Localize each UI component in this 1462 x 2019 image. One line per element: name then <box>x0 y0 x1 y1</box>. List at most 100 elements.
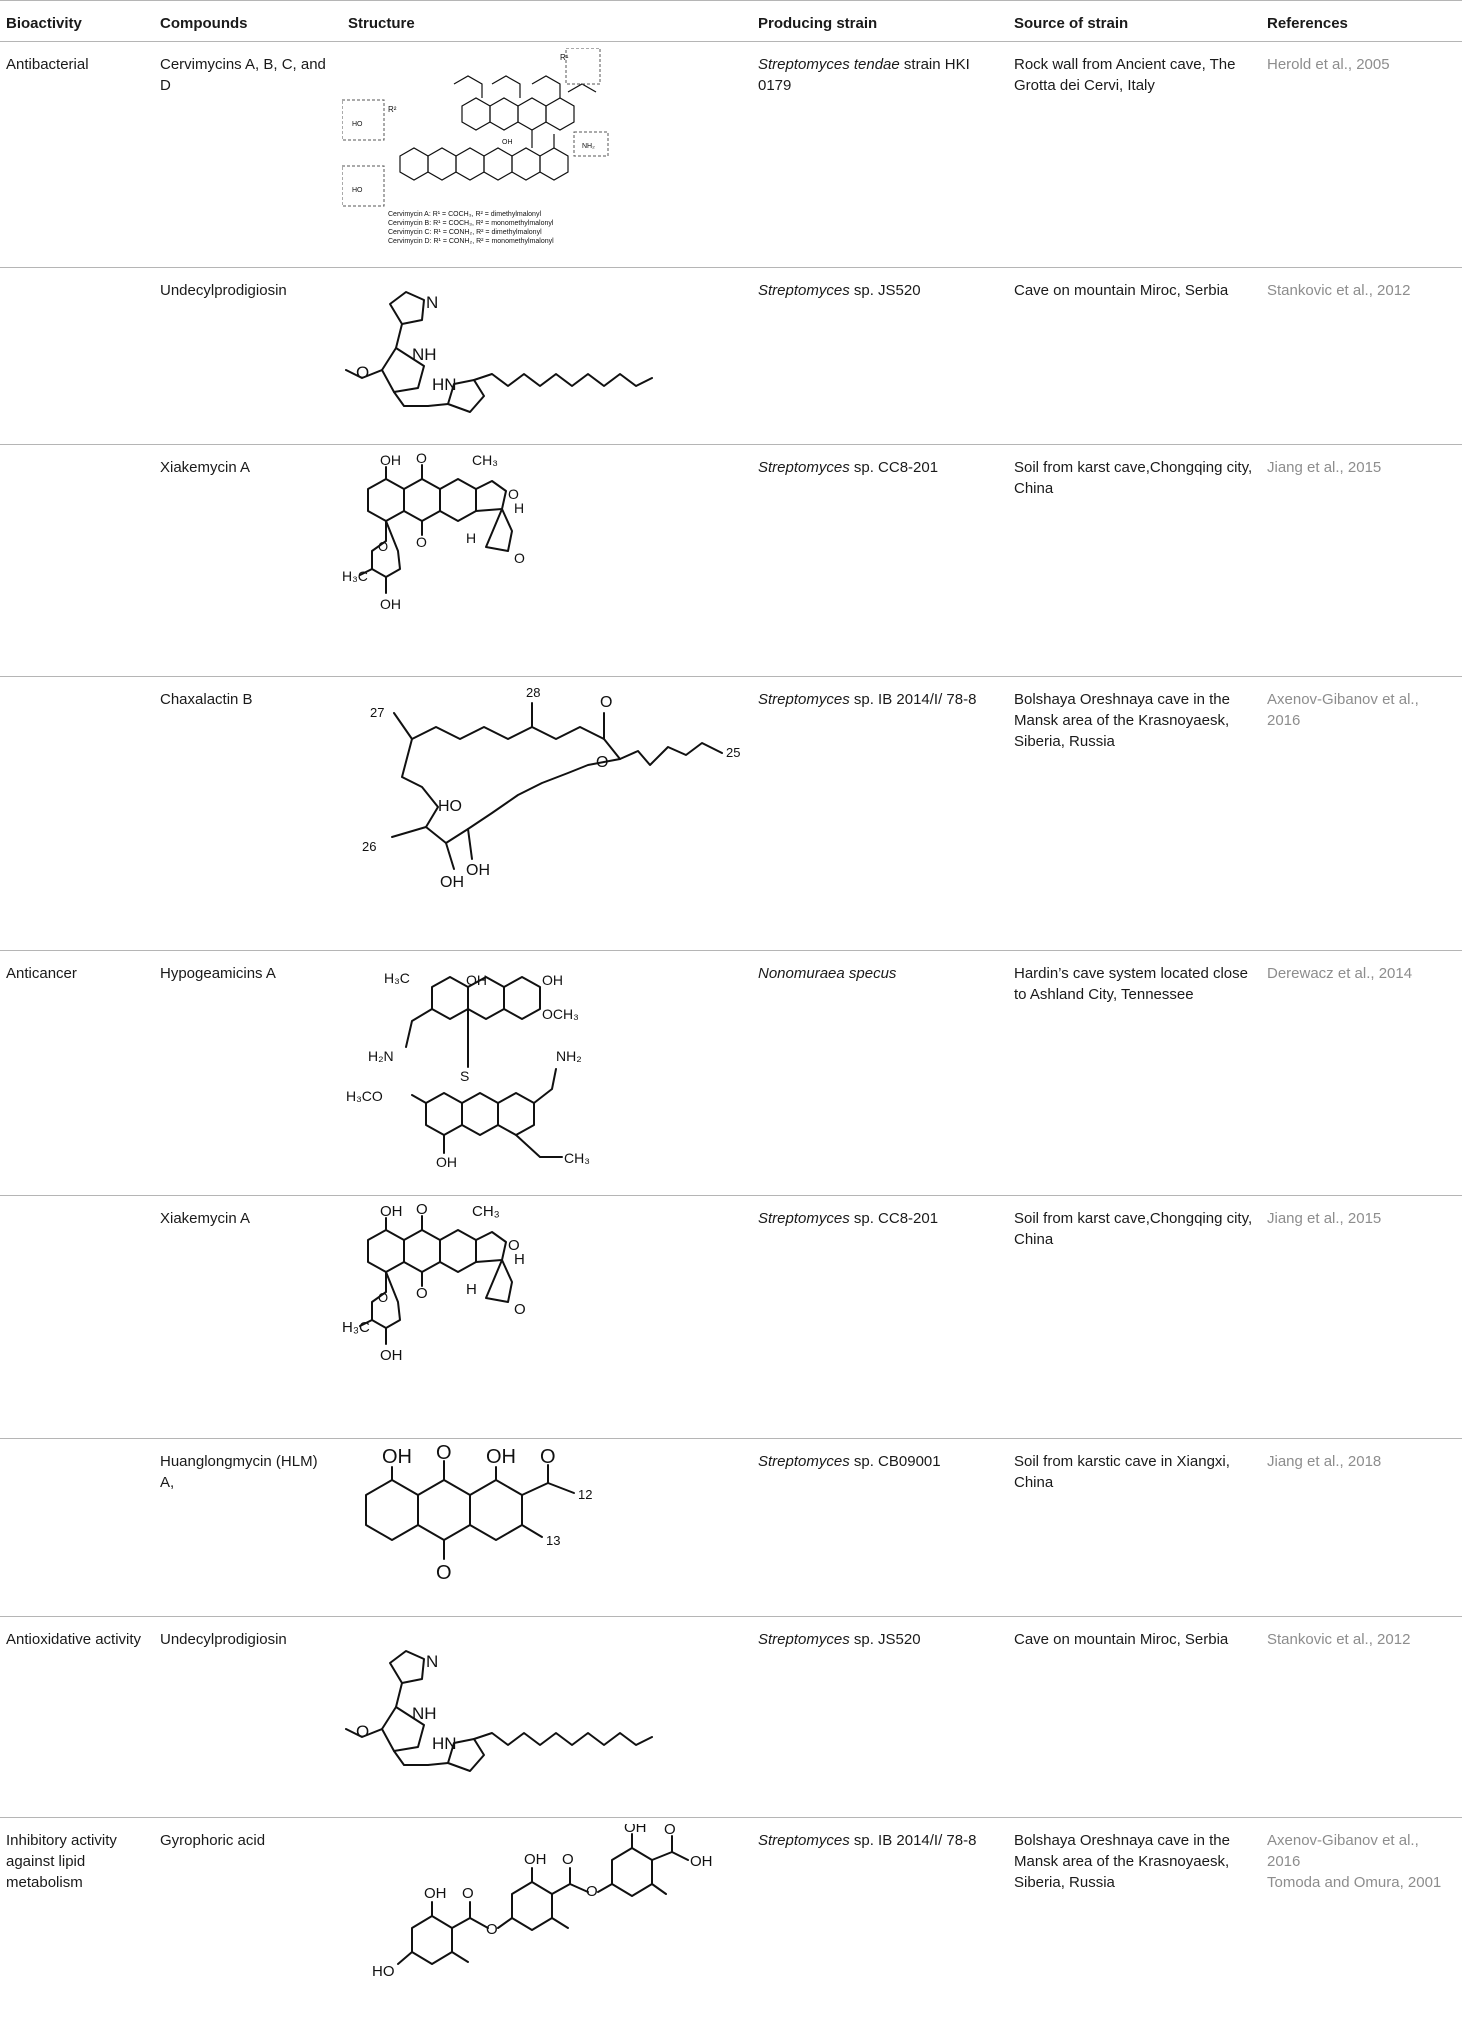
strain-detail: sp. JS520 <box>849 282 921 299</box>
strain-cell: Streptomyces sp. CC8-201 <box>752 444 1008 677</box>
nh-atom: NH <box>412 1704 437 1723</box>
o-atom: O <box>600 694 612 711</box>
structure-cell: 28 27 O O 25 HO 26 OH OH <box>342 676 752 951</box>
header-producing-strain: Producing strain <box>752 0 1008 42</box>
strain-detail: sp. CC8-201 <box>849 459 939 476</box>
references-cell: Jiang et al., 2015 <box>1261 1195 1462 1439</box>
hn-atom: HN <box>432 375 457 394</box>
h-atom: H <box>514 1251 525 1268</box>
o-atom: O <box>664 1824 676 1838</box>
oh-atom: OH <box>424 1885 447 1902</box>
xiakemycin-structure: OH O O CH₃ O H H O O H₃C OH <box>342 1202 526 1364</box>
references-cell: Jiang et al., 2015 <box>1261 444 1462 677</box>
ch3-atom: H₃C <box>384 970 410 986</box>
compound-cell: Huanglongmycin (HLM) A, <box>154 1438 342 1617</box>
oh-atom: OH <box>380 1203 403 1220</box>
ho-label: HO <box>352 187 363 194</box>
oh-atom: OH <box>542 972 563 988</box>
header-bioactivity: Bioactivity <box>0 0 154 42</box>
strain-cell: Streptomyces sp. CC8-201 <box>752 1195 1008 1439</box>
strain-detail: strain HKI 0179 <box>758 56 970 94</box>
strain-genus: Streptomyces <box>758 1210 850 1227</box>
bioactivity-cell <box>0 1438 154 1617</box>
hn-atom: HN <box>432 1734 457 1753</box>
header-references: References <box>1261 0 1462 42</box>
structure-cell: OH O OH O OH O O OH O HO <box>342 1818 752 2005</box>
caption-line: Cervimycin A: R¹ = COCH₃, R² = dimethylm… <box>388 211 541 218</box>
bioactivity-cell: Inhibitory activity against lipid metabo… <box>6 1832 117 1891</box>
oh-atom: HO <box>438 798 462 815</box>
nh2-label: NH₂ <box>582 143 595 150</box>
compound-cell: Hypogeamicins A <box>154 950 342 1196</box>
bioactivity-cell <box>0 676 154 951</box>
h-atom: H <box>514 500 524 516</box>
o-atom: O <box>378 539 388 554</box>
oh-atom: OH <box>440 874 464 891</box>
table-row: Antioxidative activity Undecylprodigiosi… <box>0 1616 1462 1818</box>
table-row: Inhibitory activity against lipid metabo… <box>0 1818 1462 2005</box>
table-row: Anticancer Hypogeamicins A H₃ <box>0 950 1462 1196</box>
o-atom: O <box>508 486 519 502</box>
locant: 26 <box>362 839 376 854</box>
oh-atom: OH <box>380 1347 403 1364</box>
o-atom: O <box>416 1285 428 1302</box>
caption-line: Cervimycin C: R¹ = CONH₂, R² = dimethylm… <box>388 229 542 236</box>
o-atom: O <box>436 1445 452 1464</box>
undecylprodigiosin-structure: N NH HN O <box>345 291 653 413</box>
compound-cell: Xiakemycin A <box>154 1195 342 1439</box>
ch3-atom: CH₃ <box>472 1203 500 1220</box>
o-atom: O <box>562 1851 574 1868</box>
reference-line: Axenov-Gibanov et al., 2016 <box>1267 1832 1419 1870</box>
locant: 25 <box>726 745 740 760</box>
locant: 28 <box>526 685 540 700</box>
o-atom: O <box>356 1722 369 1741</box>
chaxalactin-structure: 28 27 O O 25 HO 26 OH OH <box>362 685 740 891</box>
oh-label: OH <box>502 139 513 146</box>
o-atom: O <box>416 534 427 550</box>
structure-cell: N NH HN O <box>342 267 752 445</box>
ho-atom: HO <box>372 1963 395 1980</box>
source-cell: Hardin’s cave system located close to As… <box>1008 950 1261 1196</box>
oh-atom: OH <box>380 452 401 468</box>
gyrophoric-acid-structure: OH O OH O OH O O OH O HO <box>372 1824 713 1980</box>
compound-cell: Xiakemycin A <box>154 444 342 677</box>
source-cell: Cave on mountain Miroc, Serbia <box>1008 1616 1261 1818</box>
reference-line: Tomoda and Omura, 2001 <box>1267 1874 1442 1891</box>
o-atom: O <box>356 363 369 382</box>
references-cell: Axenov-Gibanov et al., 2016 <box>1261 676 1462 951</box>
structure-cell: H₃C OH OH OCH₃ H₂N S NH₂ H₃CO OH CH₃ <box>342 950 752 1196</box>
references-cell: Stankovic et al., 2012 <box>1261 1616 1462 1818</box>
locant: 12 <box>578 1487 592 1502</box>
oh-atom: OH <box>436 1154 457 1170</box>
h3c-atom: H₃C <box>342 1319 370 1336</box>
o-atom: O <box>596 754 608 771</box>
strain-genus: Streptomyces <box>758 459 850 476</box>
strain-genus: Streptomyces <box>758 1631 850 1648</box>
n-atom: N <box>426 1652 438 1671</box>
strain-detail: sp. JS520 <box>849 1631 921 1648</box>
r2-label: R² <box>388 105 397 114</box>
header-source: Source of strain <box>1008 0 1261 42</box>
o-atom: O <box>436 1562 452 1584</box>
references-cell: Jiang et al., 2018 <box>1261 1438 1462 1617</box>
header-row: Bioactivity Compounds Structure Producin… <box>0 0 1462 42</box>
header-compounds: Compounds <box>154 0 342 42</box>
o-atom: O <box>508 1237 520 1254</box>
oh-atom: OH <box>380 596 401 612</box>
locant: 27 <box>370 705 384 720</box>
bioactivity-cell: Antioxidative activity <box>0 1616 154 1818</box>
strain-detail: sp. CC8-201 <box>849 1210 939 1227</box>
n-atom: N <box>426 293 438 312</box>
strain-genus: Streptomyces <box>758 282 850 299</box>
strain-cell: Nonomuraea specus <box>752 950 1008 1196</box>
source-cell: Soil from karst cave,Chongqing city, Chi… <box>1008 1195 1261 1439</box>
strain-genus: Nonomuraea specus <box>758 965 897 982</box>
oh-atom: OH <box>382 1446 412 1468</box>
strain-genus: Streptomyces <box>758 691 850 708</box>
bioactivity-cell <box>0 1195 154 1439</box>
r1-label: R¹ <box>560 53 569 62</box>
o-atom: O <box>462 1885 474 1902</box>
strain-cell: Streptomyces sp. JS520 <box>752 267 1008 445</box>
structure-cell: OH O O CH₃ O H H O O H₃C OH <box>342 444 752 677</box>
